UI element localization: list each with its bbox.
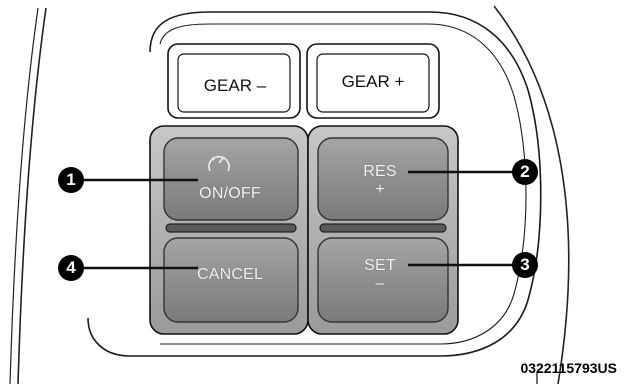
plus-symbol: +	[394, 72, 405, 91]
res-button[interactable]: RES +	[340, 163, 420, 199]
cancel-button-shape	[163, 237, 299, 323]
minus-symbol: –	[256, 76, 267, 95]
res-plus-symbol: +	[375, 181, 385, 198]
left-divider-groove	[165, 223, 297, 233]
gear-minus-label[interactable]: GEAR –	[190, 76, 280, 96]
speedometer-icon	[208, 155, 230, 172]
wheel-rim-right	[493, 5, 570, 384]
callout-3: 3	[512, 252, 538, 278]
callout-4: 4	[58, 255, 84, 281]
set-button-shape	[317, 237, 449, 323]
cancel-button[interactable]: CANCEL	[188, 266, 272, 284]
res-label: RES	[363, 163, 397, 180]
res-button-shape	[317, 137, 449, 221]
callout-1: 1	[58, 167, 84, 193]
cancel-label: CANCEL	[196, 266, 264, 283]
on-off-button[interactable]: ON/OFF	[188, 185, 272, 203]
housing-outline	[87, 11, 542, 357]
callout-2: 2	[512, 159, 538, 185]
set-label: SET	[364, 257, 396, 274]
reference-code: 0322115793US	[520, 360, 617, 376]
on-off-label: ON/OFF	[199, 185, 261, 202]
right-divider-groove	[319, 223, 447, 233]
gear-minus-button	[177, 53, 291, 113]
gear-plus-label[interactable]: GEAR +	[328, 72, 418, 92]
wheel-rim-outer-left	[17, 7, 47, 384]
gear-minus-text: GEAR	[203, 76, 252, 95]
gear-plus-button	[316, 53, 430, 113]
gear-plus-text: GEAR	[341, 72, 390, 91]
set-button[interactable]: SET –	[340, 257, 420, 293]
wheel-rim-inner-left	[9, 7, 39, 384]
set-minus-symbol: –	[375, 275, 385, 292]
housing-inner-outline	[159, 23, 527, 345]
